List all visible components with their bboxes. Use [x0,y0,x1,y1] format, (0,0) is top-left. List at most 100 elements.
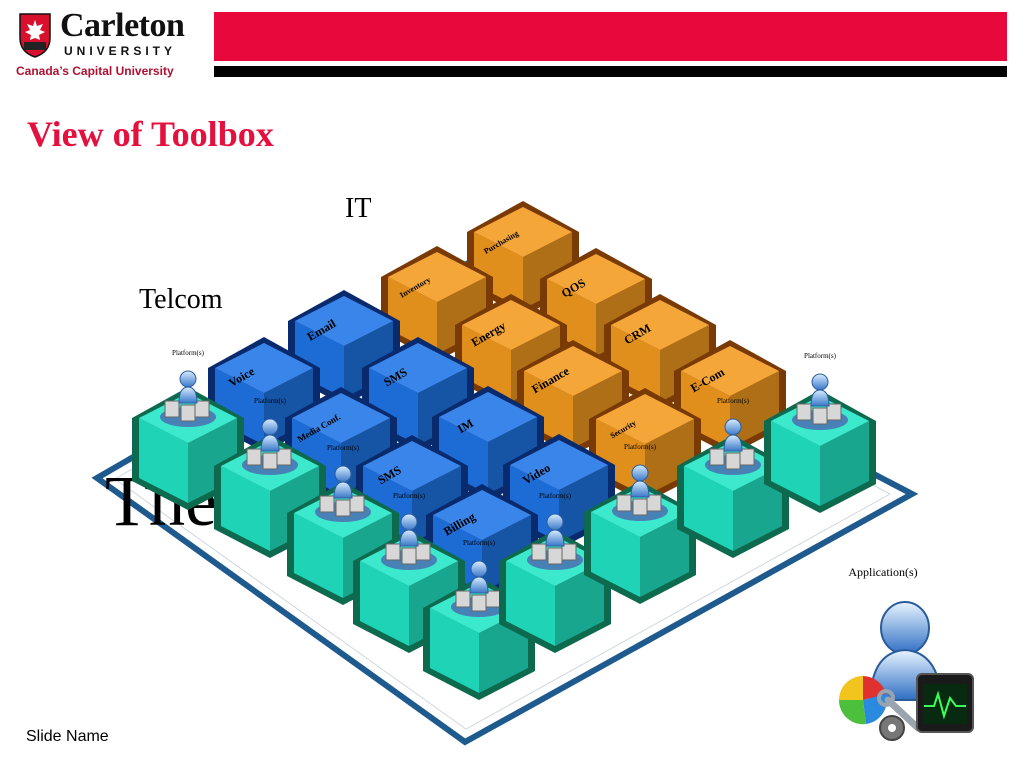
platform-block-6-platform-icon-server-icon [547,547,563,565]
telcom-block-8-top-face [433,490,531,540]
platform-block-7-platform-icon-server-icon [646,494,662,512]
platform-block-9-platform-icon-head [811,373,829,391]
platform-block-8-platform-icon-server-icon [709,448,725,466]
telcom-block-5-top-face [439,392,537,442]
header-red-bar [214,12,1007,61]
telcom-block-4-top-face [292,393,390,443]
platform-block-3-platform-icon-server-icon [319,495,335,513]
shield-icon [19,13,51,58]
platform-block-9-platform-icon-server-icon [796,403,812,421]
platform-block-9-right-face [820,421,869,506]
platform-block-8 [677,435,789,558]
platform-block-8-right-face [733,466,782,551]
platform-block-8-left-face [684,466,733,551]
telcom-block-6-top-face [363,441,461,491]
platform-block-7-platform-icon [612,464,668,521]
platform-block-7-caption: Platform(s) [624,443,657,451]
platform-block-5-left-face [430,608,479,693]
platform-block-1-platform-icon-server-icon [194,400,210,418]
gear-icon [879,715,905,741]
platform-block-8-platform-icon-server-icon [725,452,741,470]
platform-block-3-platform-icon-server-icon [349,495,365,513]
platform-block-3-platform-icon-server-icon [335,499,351,517]
platform-block-9-left-face [771,421,820,506]
platform-block-6-platform-icon [527,513,583,570]
platform-block-2-platform-icon-server-icon [246,448,262,466]
platform-block-8-platform-icon-head [724,418,742,436]
platform-block-6-caption: Platform(s) [539,492,572,500]
platform-block-6-platform-icon-server-icon [561,543,577,561]
platform-block-6-platform-icon-server-icon [531,543,547,561]
platform-block-1-caption: Platform(s) [172,349,205,357]
platform-block-7-left-face [591,512,640,597]
platform-block-1-platform-icon-server-icon [164,400,180,418]
platform-block-5-platform-icon-server-icon [455,590,471,608]
platform-block-6 [499,530,611,653]
platform-block-8-platform-icon-server-icon [739,448,755,466]
platform-block-9-platform-icon [792,373,848,430]
platform-block-6-right-face [555,561,604,646]
slide-title: View of Toolbox [27,114,274,154]
label-telcom: Telcom [139,284,223,315]
platform-block-2-caption: Platform(s) [254,397,287,405]
platform-block-1-platform-icon [160,370,216,427]
platform-block-5-platform-icon-head [470,560,488,578]
wrench-icon [877,689,922,732]
platform-block-6-left-face [506,561,555,646]
platform-block-3-caption: Platform(s) [327,444,360,452]
platform-block-7-platform-icon-server-icon [616,494,632,512]
it-block-4-top-face [462,300,560,350]
platform-block-2-platform-icon-server-icon [276,448,292,466]
platform-block-7-right-face [640,512,689,597]
it-block-2-top-face [388,252,486,302]
it-block-5-top-face [611,300,709,350]
platform-block-2-platform-icon-server-icon [262,452,278,470]
platform-block-7-platform-icon-server-icon [632,498,648,516]
label-application: Application(s) [848,565,917,579]
platform-block-4-platform-icon-server-icon [401,547,417,565]
platform-block-4-platform-icon-server-icon [385,543,401,561]
platform-block-7-platform-icon-head [631,464,649,482]
footer-slide-name: Slide Name [26,728,109,745]
it-block-8-top-face [596,394,694,444]
label-it: IT [345,193,372,224]
platform-block-4-caption: Platform(s) [393,492,426,500]
it-block-2-left-face [388,277,437,354]
platform-block-5-caption: Platform(s) [463,539,496,547]
platform-block-1-platform-icon-head [179,370,197,388]
header-black-bar [214,66,1007,77]
it-block-3-top-face [547,254,645,304]
platform-block-4-platform-icon [381,513,437,570]
logo-tagline: Canada’s Capital University [16,64,174,78]
telcom-block-5-label: IM [455,416,476,436]
application-icon [838,601,974,741]
it-block-4-left-face [462,325,511,402]
logo-university: UNIVERSITY [64,44,177,58]
platform-block-9-platform-icon-server-icon [826,403,842,421]
platform-block-9-platform-icon-server-icon [812,407,828,425]
logo-name: Carleton [60,7,185,44]
platform-block-4-platform-icon-head [400,513,418,531]
platform-block-1-platform-icon-body [178,386,198,404]
platform-block-2-platform-icon-head [261,418,279,436]
monitor-icon [916,673,974,733]
platform-block-9 [764,390,876,513]
telcom-block-7-top-face [510,440,608,490]
platform-block-1-platform-icon-server-icon [180,404,196,422]
platform-block-1-left-face [139,418,188,503]
telcom-block-2-top-face [215,343,313,393]
it-block-6-top-face [524,346,622,396]
platform-block-5-platform-icon-server-icon [471,594,487,612]
platform-block-2-platform-icon [242,418,298,475]
platform-block-9-caption: Platform(s) [804,352,837,360]
platform-block-4-left-face [360,561,409,646]
platform-block-3-left-face [294,513,343,598]
telcom-block-3-top-face [369,343,467,393]
telcom-block-1-top-face [295,296,393,346]
platform-block-2-left-face [221,466,270,551]
platform-block-9-platform-icon-body [810,389,830,407]
it-block-1-top-face [474,207,572,257]
platform-block-6-platform-icon-head [546,513,564,531]
